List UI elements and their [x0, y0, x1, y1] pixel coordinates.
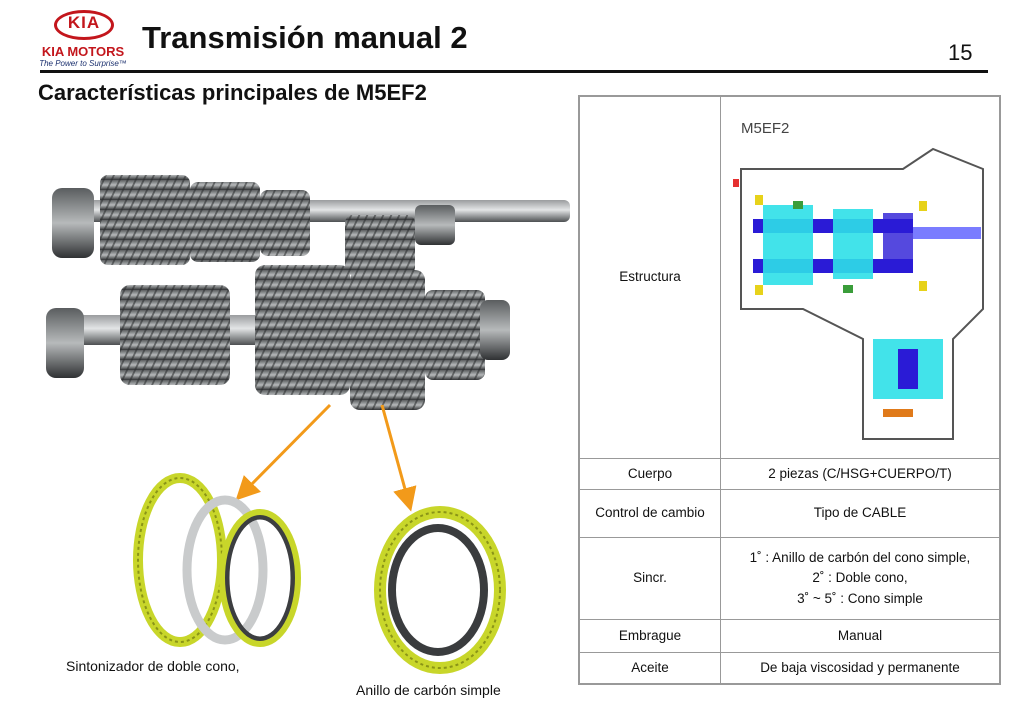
table-row: Estructura M5EF2: [580, 97, 999, 459]
caption-carbon-ring: Anillo de carbón simple: [356, 682, 501, 698]
synchronizer-rings-image: [133, 473, 506, 674]
row-label: Control de cambio: [580, 490, 721, 537]
double-cone-synchronizer: [133, 473, 301, 647]
logo-oval: [54, 10, 114, 40]
row-value: 2 piezas (C/HSG+CUERPO/T): [768, 465, 952, 481]
page-number: 15: [948, 40, 973, 65]
row-label: Aceite: [580, 653, 721, 683]
kia-motors-logo: KIA KIA MOTORS The Power to Surprise™: [28, 8, 138, 68]
header-divider: [40, 70, 988, 73]
row-value: De baja viscosidad y permanente: [760, 659, 960, 675]
table-row: Aceite De baja viscosidad y permanente: [580, 653, 999, 683]
transmission-cross-section-diagram: M5EF2: [733, 120, 984, 440]
row-label: Embrague: [580, 620, 721, 652]
spec-table: Estructura M5EF2: [578, 95, 1001, 685]
row-label: Sincr.: [580, 538, 721, 619]
gearbox-shafts-image: [46, 175, 570, 410]
structure-diagram-cell: M5EF2: [721, 97, 999, 458]
table-row: Embrague Manual: [580, 620, 999, 653]
table-row: Cuerpo 2 piezas (C/HSG+CUERPO/T): [580, 459, 999, 490]
carbon-synchronizer-ring: [374, 506, 506, 674]
logo-brand-line2: KIA MOTORS: [41, 44, 125, 59]
row-label: Cuerpo: [580, 459, 721, 489]
diagram-label: M5EF2: [741, 120, 789, 137]
slide-subtitle: Características principales de M5EF2: [38, 80, 427, 105]
row-value-multiline: 1˚ : Anillo de carbón del cono simple, 2…: [721, 538, 999, 619]
caption-double-cone: Sintonizador de doble cono,: [66, 658, 240, 674]
value-line: 3˚ ~ 5˚ : Cono simple: [797, 590, 923, 606]
row-value: Tipo de CABLE: [813, 505, 907, 521]
table-row: Sincr. 1˚ : Anillo de carbón del cono si…: [580, 538, 999, 620]
slide-title: Transmisión manual 2: [142, 20, 468, 55]
logo-brand: KIA: [67, 13, 101, 32]
logo-tagline: The Power to Surprise™: [39, 59, 127, 68]
value-line: 2˚ : Doble cono,: [812, 570, 908, 586]
row-label: Estructura: [580, 97, 721, 458]
row-value: Manual: [837, 627, 883, 643]
table-row: Control de cambio Tipo de CABLE: [580, 490, 999, 538]
value-line: 1˚ : Anillo de carbón del cono simple,: [749, 550, 971, 566]
